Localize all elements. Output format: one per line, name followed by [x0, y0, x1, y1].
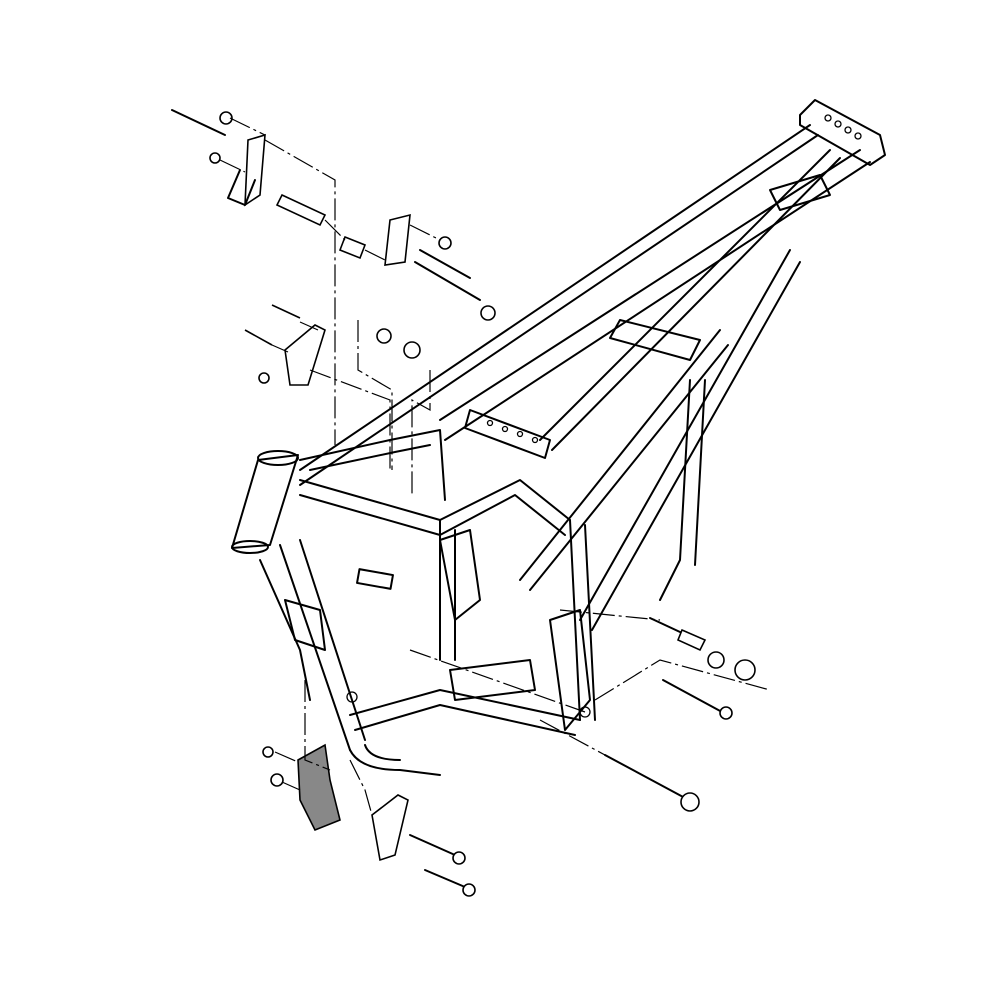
lower-cradle-rail	[349, 689, 581, 736]
left-gusset	[284, 599, 326, 651]
pivot-bolt-head	[680, 792, 700, 812]
bolt	[271, 304, 301, 319]
bolt	[424, 869, 466, 888]
left-rear-stay	[519, 329, 729, 591]
washer	[270, 773, 284, 787]
wire-clip	[227, 169, 256, 206]
lower-cradle-loop	[349, 744, 441, 776]
frame-mount-hole	[579, 706, 591, 718]
collar	[676, 628, 707, 652]
pivot-plate	[439, 529, 481, 621]
lower-cross-plate	[449, 659, 536, 701]
left-top-rail	[299, 124, 819, 486]
collar-short	[338, 235, 367, 260]
bushing	[734, 659, 756, 681]
steering-head-top	[257, 450, 299, 466]
steering-head-bottom	[231, 540, 269, 554]
washer	[262, 746, 274, 758]
front-down-tube	[279, 539, 366, 751]
washer	[258, 372, 270, 384]
right-top-rail	[439, 149, 871, 441]
rear-vertical-strut	[659, 379, 706, 601]
inner-rail	[539, 149, 841, 451]
upper-cross-tube	[299, 429, 446, 501]
rear-mount-parts	[604, 617, 756, 812]
pivot-plate-right	[549, 609, 591, 731]
flange-nut	[219, 111, 233, 125]
swingarm-pivot-bolt	[604, 754, 686, 799]
bushing	[707, 651, 725, 669]
long-bolt	[662, 679, 723, 713]
steering-head-tube	[231, 454, 299, 549]
through-bolt	[414, 249, 481, 301]
rear-subframe-end	[799, 99, 886, 166]
collar-long	[275, 193, 327, 227]
bolt-head	[719, 706, 733, 720]
washer	[209, 152, 221, 164]
seat-bracket	[464, 409, 551, 459]
bolt	[409, 834, 456, 856]
bolt-head	[452, 851, 466, 865]
cross-member-rear	[769, 174, 831, 211]
head-mount-bracket	[284, 324, 326, 386]
lower-engine-bracket	[297, 743, 341, 832]
rear-bracket-holes	[824, 114, 862, 140]
engine-mount-bracket-right	[384, 213, 411, 266]
bushing	[403, 341, 421, 359]
backbone-tube	[299, 479, 571, 536]
flange-bolt-head	[438, 236, 452, 250]
right-rear-stay	[579, 249, 801, 631]
bolt	[244, 329, 273, 346]
rear-right-vertical	[569, 519, 596, 721]
bushing	[376, 328, 392, 344]
bolt-head	[462, 883, 476, 897]
cross-member-middle	[609, 319, 701, 361]
through-bolt-head	[480, 305, 496, 321]
seat-bracket-holes	[486, 419, 539, 444]
frame-mount-hole	[346, 691, 358, 703]
rear-left-vertical	[439, 519, 456, 661]
lower-mount-parts	[262, 743, 476, 897]
front-down-tube-inner	[259, 559, 311, 701]
long-bolt	[171, 109, 226, 136]
engine-mount-bracket-left	[244, 133, 266, 207]
bolt	[649, 617, 681, 633]
identification-plate	[356, 568, 394, 590]
front-lower-bracket	[371, 794, 409, 862]
main-frame	[231, 99, 886, 776]
upper-engine-mount-parts	[171, 109, 496, 386]
leader-lines	[219, 117, 771, 816]
